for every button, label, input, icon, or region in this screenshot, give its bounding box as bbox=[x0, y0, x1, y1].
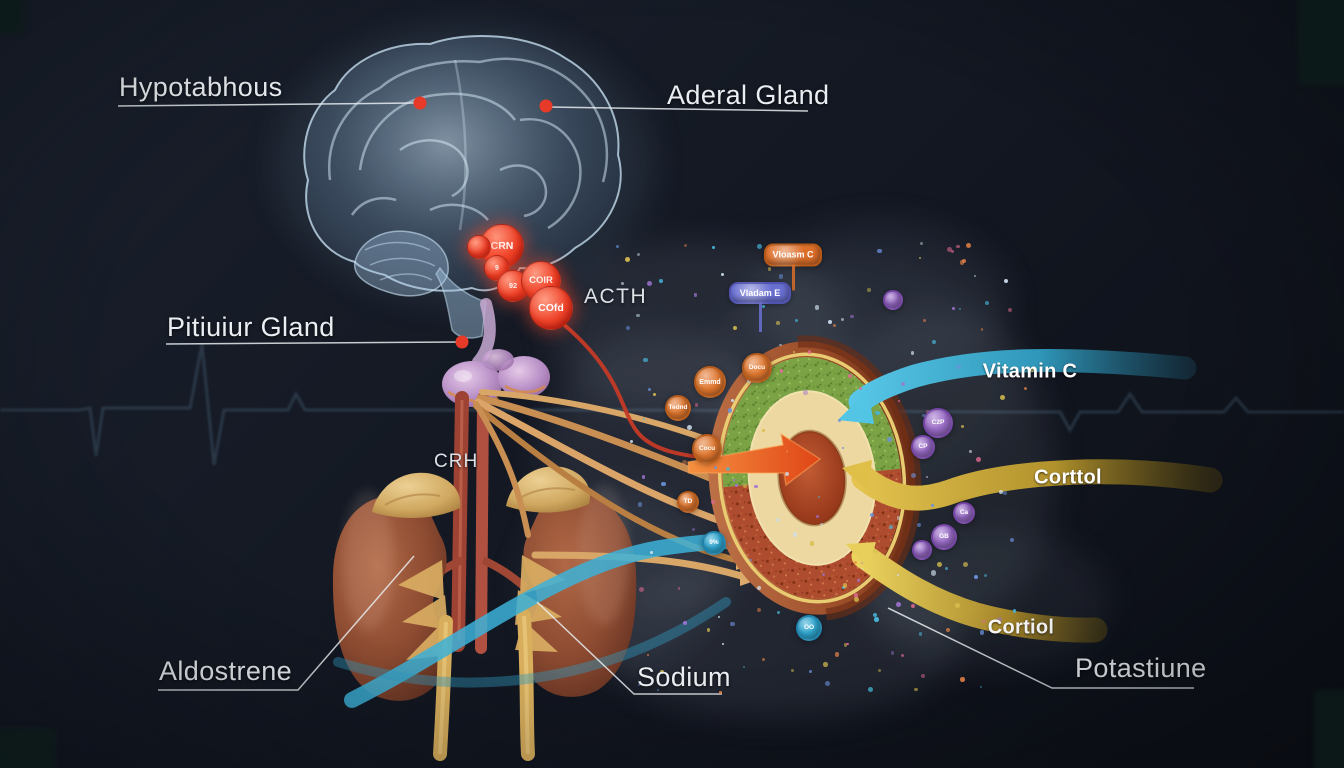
kidneys bbox=[332, 485, 637, 761]
cortisol-ribbon-upper bbox=[842, 459, 1223, 511]
red-dot-markers bbox=[413, 96, 553, 349]
brain-gyri bbox=[327, 57, 609, 231]
cerebellum bbox=[354, 230, 449, 297]
annotation-lines bbox=[117, 102, 1194, 695]
brain-illustration bbox=[303, 34, 622, 339]
cortisol-ribbon-lower bbox=[846, 542, 1108, 643]
